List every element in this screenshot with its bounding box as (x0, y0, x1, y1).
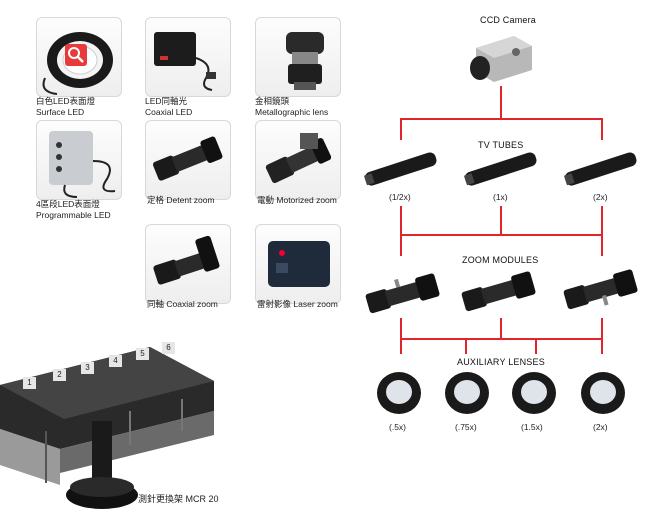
programmable-led-tile[interactable] (36, 120, 122, 200)
probe-change-rack-image (0, 347, 214, 509)
changer-slot-6[interactable]: 6 (162, 342, 175, 354)
zoom-module-image (461, 271, 536, 312)
programmable-led-image (49, 131, 116, 198)
connector-line (500, 318, 502, 340)
tv-tube-image (463, 152, 537, 186)
accessory-caption: 定格 Detent zoom (147, 195, 215, 205)
connector-line (601, 234, 603, 256)
surface-led-tile[interactable] (36, 17, 122, 97)
motorized-zoom-image (265, 133, 332, 184)
coaxial-zoom-image (153, 235, 220, 285)
ccd-camera-label: CCD Camera (480, 15, 537, 25)
connector-line (535, 338, 537, 354)
laser-zoom-tile[interactable] (255, 224, 341, 304)
auxiliary-lens-option[interactable]: (.75x) (455, 422, 477, 432)
connector-line (601, 318, 603, 340)
auxiliary-lens-image (445, 372, 489, 414)
connector-line (400, 318, 402, 340)
tv-tube-option[interactable]: (1/2x) (389, 192, 411, 202)
auxiliary-lens-image (377, 372, 421, 414)
changer-slot-1[interactable]: 1 (23, 377, 36, 389)
connector-line (601, 206, 603, 236)
detent-zoom-image (152, 136, 223, 181)
connector-line (601, 118, 603, 140)
connector-line (400, 338, 603, 340)
tv-tube-option[interactable]: (2x) (593, 192, 608, 202)
accessory-caption: 雷射影像 Laser zoom (257, 299, 338, 309)
connector-line (465, 338, 467, 354)
connector-line (400, 118, 402, 140)
auxiliary-lens-image (512, 372, 556, 414)
connector-line (400, 206, 402, 236)
connector-line (500, 206, 502, 236)
accessory-caption: 同軸 Coaxial zoom (147, 299, 218, 309)
changer-slot-2[interactable]: 2 (53, 369, 66, 381)
connector-line (400, 234, 402, 256)
tv-tube-image (363, 152, 437, 186)
auxiliary-lenses-title: AUXILIARY LENSES (457, 357, 545, 367)
motorized-zoom-tile[interactable] (255, 120, 341, 200)
search-icon[interactable] (65, 44, 87, 66)
auxiliary-lens-option[interactable]: (.5x) (389, 422, 406, 432)
connector-line (601, 338, 603, 354)
auxiliary-lens-option[interactable]: (1.5x) (521, 422, 543, 432)
zoom-module-image (563, 269, 638, 310)
connector-line (400, 118, 603, 120)
ccd-camera-icon (470, 36, 532, 82)
accessory-caption: 電動 Motorized zoom (257, 195, 337, 205)
tv-tubes-title: TV TUBES (478, 140, 524, 150)
metallographic-lens-image (286, 32, 324, 90)
laser-zoom-image (268, 241, 330, 287)
detent-zoom-tile[interactable] (145, 120, 231, 200)
coaxial-led-tile[interactable] (145, 17, 231, 97)
connector-line (500, 86, 502, 118)
zoom-modules-title: ZOOM MODULES (462, 255, 539, 265)
connector-line (400, 234, 603, 236)
auxiliary-lens-option[interactable]: (2x) (593, 422, 608, 432)
coaxial-zoom-tile[interactable] (145, 224, 231, 304)
coaxial-led-image (154, 32, 216, 91)
tv-tube-image (563, 152, 637, 186)
auxiliary-lens-image (581, 372, 625, 414)
changer-slot-5[interactable]: 5 (136, 348, 149, 360)
zoom-module-image (365, 273, 440, 314)
connector-line (400, 338, 402, 354)
changer-slot-4[interactable]: 4 (109, 355, 122, 367)
metallographic-lens-tile[interactable] (255, 17, 341, 97)
tv-tube-option[interactable]: (1x) (493, 192, 508, 202)
probe-change-rack-label: 測針更換架 MCR 20 (138, 494, 219, 504)
changer-slot-3[interactable]: 3 (81, 362, 94, 374)
